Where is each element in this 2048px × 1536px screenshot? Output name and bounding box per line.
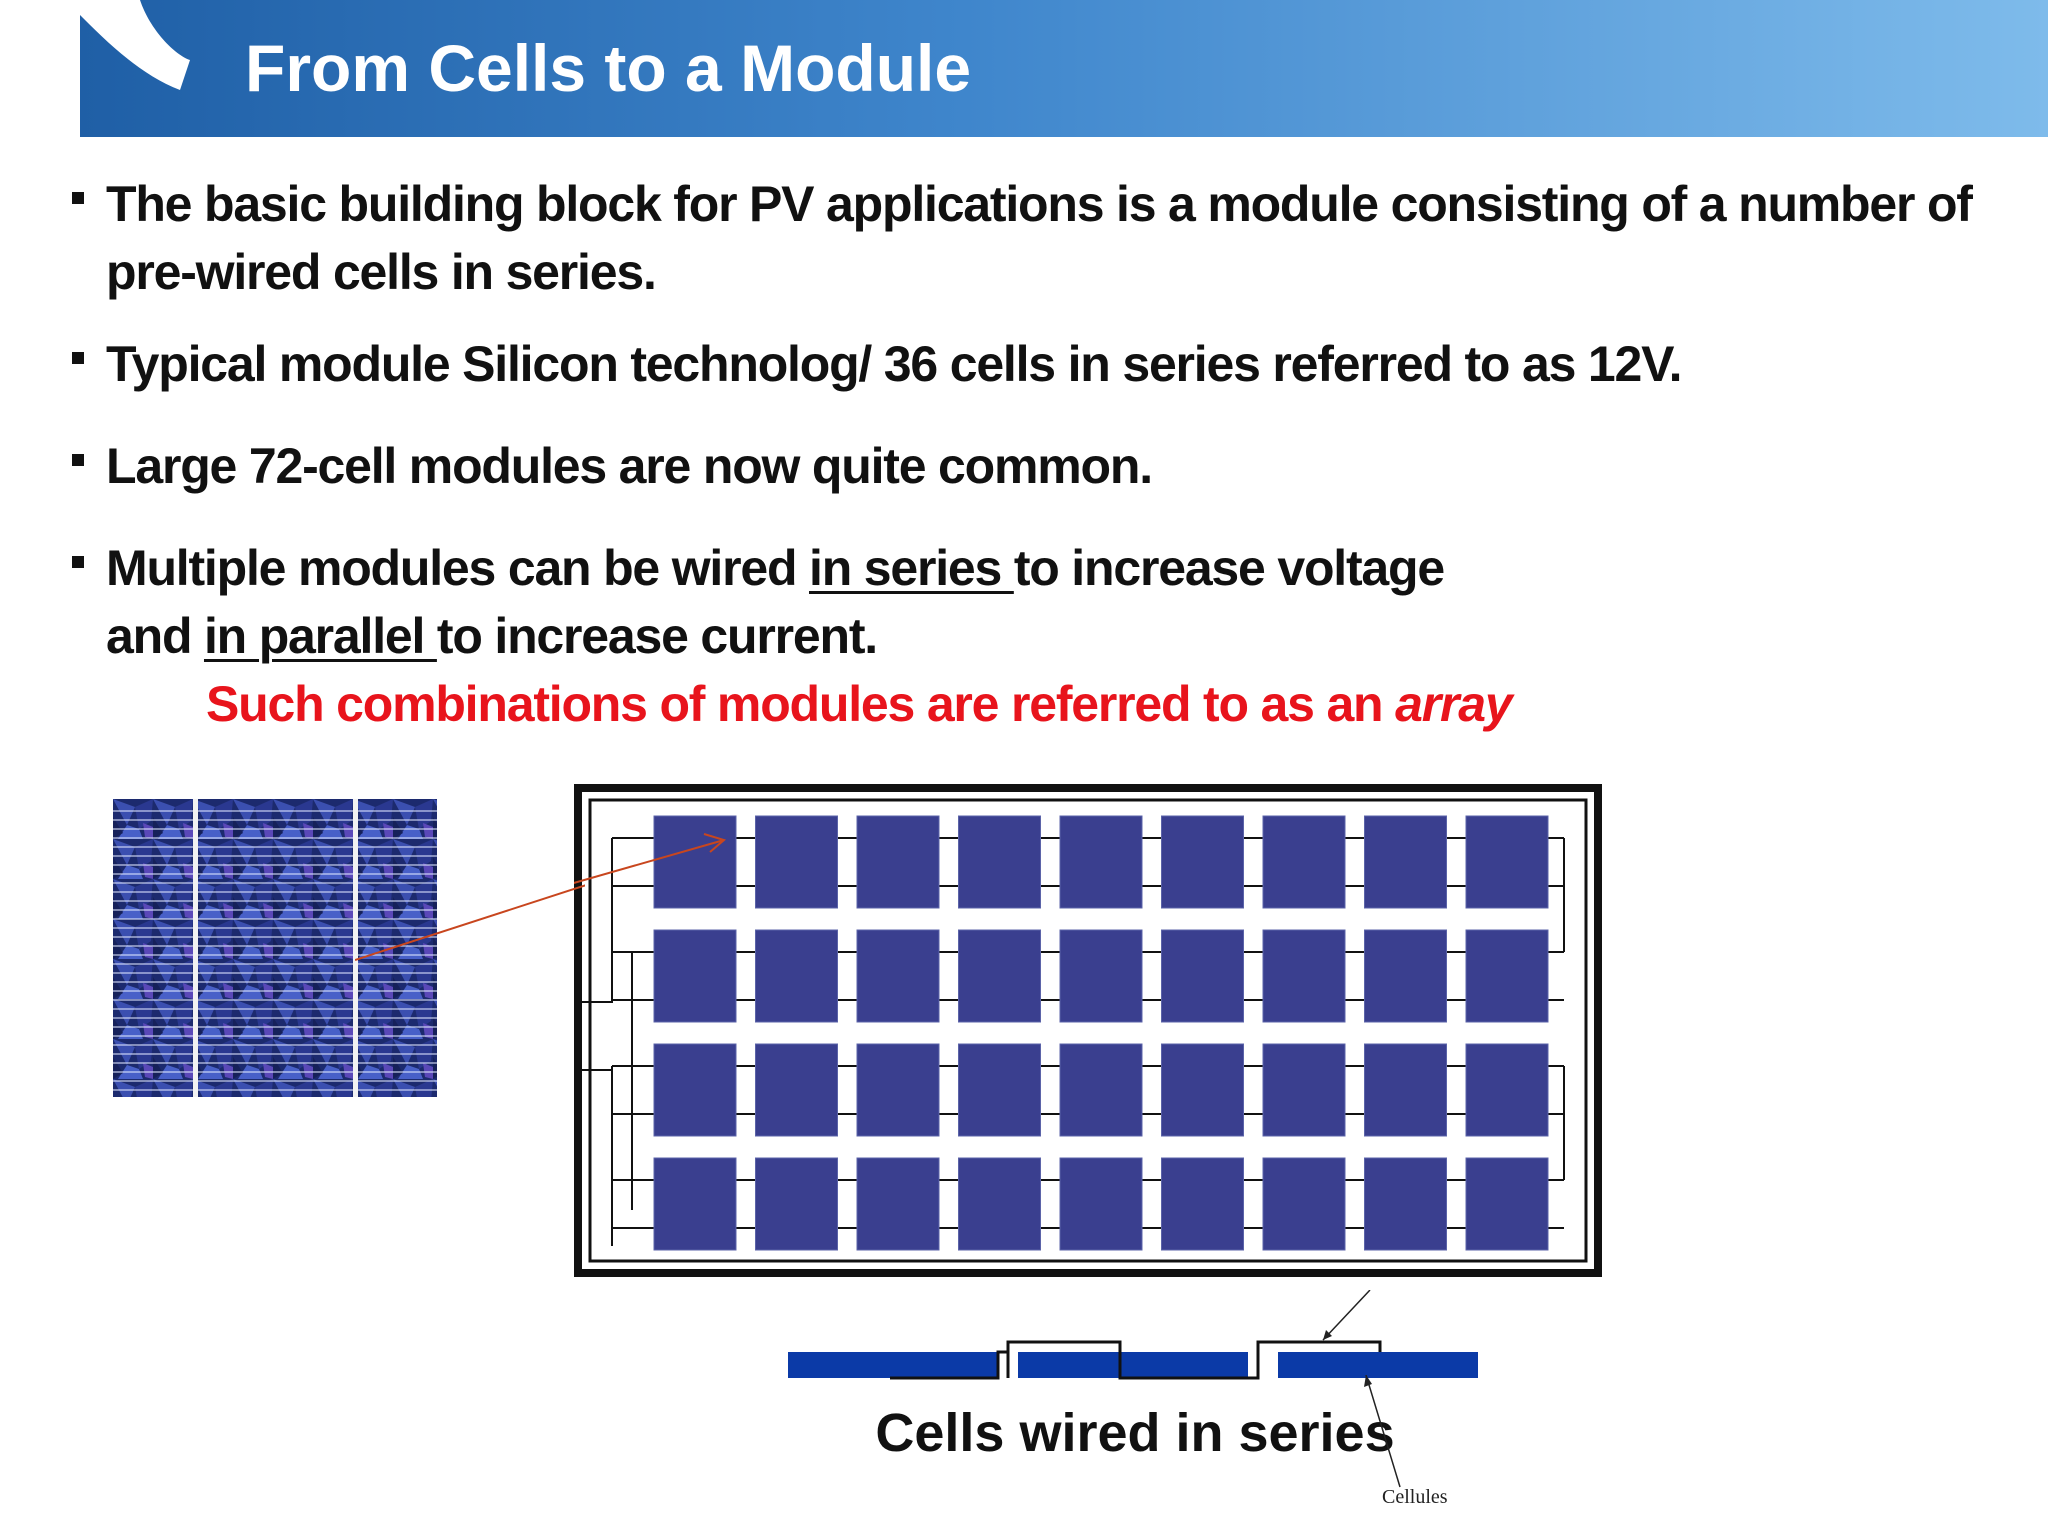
bullet-square-icon bbox=[72, 556, 84, 568]
module-cell bbox=[1364, 1043, 1447, 1137]
bullet-text: The basic building block for PV applicat… bbox=[106, 176, 1973, 300]
module-cell bbox=[1059, 1157, 1143, 1251]
bullet-item: Typical module Silicon technolog/ 36 cel… bbox=[70, 330, 2010, 398]
module-cell bbox=[1465, 929, 1549, 1023]
module-cell bbox=[1465, 1043, 1549, 1137]
module-cell bbox=[755, 1043, 838, 1137]
module-cell bbox=[1161, 929, 1244, 1023]
module-cell bbox=[1262, 929, 1346, 1023]
module-cell bbox=[1161, 1043, 1244, 1137]
module-cell bbox=[1059, 929, 1143, 1023]
module-cell bbox=[1465, 1157, 1549, 1251]
module-cell bbox=[1364, 1157, 1447, 1251]
bullet-text: to increase voltage bbox=[1013, 540, 1445, 596]
module-cell bbox=[856, 929, 940, 1023]
module-cell bbox=[653, 1043, 737, 1137]
bullet-square-icon bbox=[72, 454, 84, 466]
array-word: array bbox=[1395, 676, 1513, 732]
bullet-text: Typical module Silicon technolog/ 36 cel… bbox=[106, 336, 1683, 392]
module-cell bbox=[958, 1157, 1041, 1251]
module-cell bbox=[856, 815, 940, 909]
module-cell bbox=[1465, 815, 1549, 909]
in-parallel-text: in parallel bbox=[203, 608, 437, 664]
pointer-arrow bbox=[355, 884, 585, 961]
bullet-text: Large 72-cell modules are now quite comm… bbox=[106, 438, 1153, 494]
module-cell bbox=[958, 1043, 1041, 1137]
cellules-pointer bbox=[1364, 1375, 1401, 1488]
module-cell bbox=[755, 815, 838, 909]
module-cell bbox=[1364, 815, 1447, 909]
bullet-item: Multiple modules can be wired in series … bbox=[70, 534, 2010, 738]
bullet-item: The basic building block for PV applicat… bbox=[70, 170, 2010, 306]
module-cell bbox=[958, 929, 1041, 1023]
module-cell bbox=[1161, 1157, 1244, 1251]
cellules-label: Cellules bbox=[1382, 1486, 1448, 1508]
module-connector bbox=[578, 838, 613, 1003]
header-bar bbox=[80, 0, 2048, 137]
module-cell bbox=[1364, 929, 1447, 1023]
bullet-text: and bbox=[106, 608, 204, 664]
module-cell bbox=[1059, 815, 1143, 909]
series-diagram: Cells wired in series Cellules bbox=[780, 1289, 1490, 1510]
bullet-item: Large 72-cell modules are now quite comm… bbox=[70, 432, 2010, 500]
bullet-square-icon bbox=[72, 352, 84, 364]
solar-cell-image bbox=[113, 799, 437, 1097]
module-cell bbox=[1262, 1043, 1346, 1137]
series-caption: Cells wired in series bbox=[875, 1403, 1395, 1463]
module-cell bbox=[1262, 1157, 1346, 1251]
slide-title: From Cells to a Module bbox=[245, 31, 972, 105]
bullet-list: The basic building block for PV applicat… bbox=[70, 170, 2010, 738]
bullet-square-icon bbox=[72, 192, 84, 204]
module-cell bbox=[755, 1157, 838, 1251]
module-cell bbox=[856, 1043, 940, 1137]
pv-module-diagram bbox=[574, 784, 1602, 1277]
series-cells-drawing bbox=[788, 1289, 1478, 1380]
module-cell bbox=[653, 815, 737, 909]
array-highlight: Such combinations of modules are referre… bbox=[206, 676, 1513, 732]
logo-swoosh-icon bbox=[80, 0, 190, 90]
module-cell bbox=[653, 929, 737, 1023]
module-cell bbox=[958, 815, 1041, 909]
module-cell bbox=[856, 1157, 940, 1251]
in-series-text: in series bbox=[809, 540, 1014, 596]
module-cell bbox=[1161, 815, 1244, 909]
bullet-text: to increase current. bbox=[436, 608, 878, 664]
module-cell bbox=[653, 1157, 737, 1251]
bullet-text: Multiple modules can be wired bbox=[106, 540, 810, 596]
module-cell bbox=[1059, 1043, 1143, 1137]
module-cell bbox=[1262, 815, 1346, 909]
module-cell bbox=[755, 929, 838, 1023]
